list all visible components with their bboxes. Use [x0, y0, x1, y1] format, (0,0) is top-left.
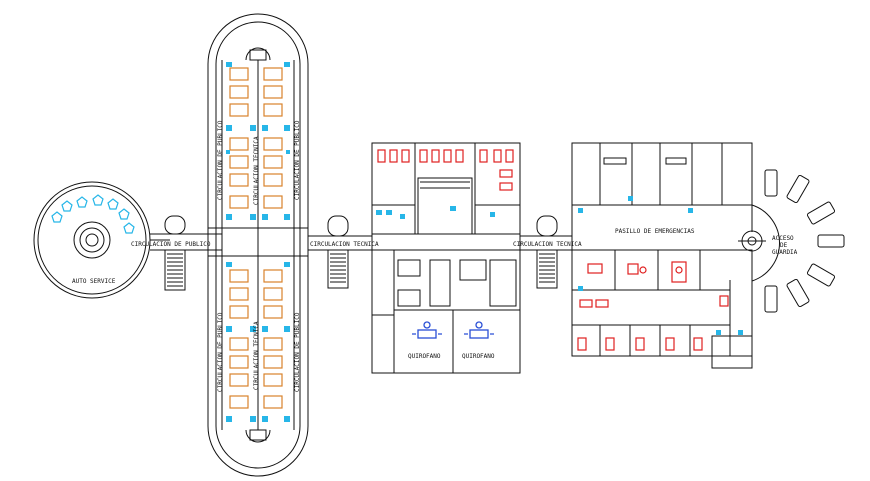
corridor-label-public-main: CIRCULACION DE PUBLICO: [131, 241, 211, 248]
stair-tower-1: [164, 215, 186, 291]
corridor-label-tecnica-lower: CIRCULACION TECNICA: [253, 321, 260, 390]
surgical-fixtures: [376, 206, 495, 219]
ambulances: [764, 169, 845, 313]
corridor-label-public-lower-right: CIRCULACION DE PUBLICO: [294, 312, 301, 392]
emergency-red-equipment: [577, 261, 729, 351]
icu-beds: [377, 149, 514, 191]
corridor-label-tecnica-2: CIRCULACION TECNICA: [513, 241, 582, 248]
quirofano-1-label: QUIROFANO: [408, 353, 441, 360]
operating-tables: [412, 321, 494, 339]
ambulance-arrival: [738, 204, 781, 282]
pasillo-label: PASILLO DE EMERGENCIAS: [615, 228, 695, 235]
ward-top-dome: [245, 47, 271, 61]
auto-service-pavilion: [33, 181, 170, 299]
emergency-block: [571, 142, 753, 369]
tech-corridor-1: [308, 215, 372, 289]
corridor-label-public-lower: CIRCULACION DE PUBLICO: [217, 312, 224, 392]
ward-wing: [207, 13, 309, 477]
corridor-label-public-upper-right: CIRCULACION DE PUBLICO: [294, 120, 301, 200]
public-corridor-main: [150, 233, 222, 251]
acceso-label-2: DE: [780, 242, 788, 249]
ward-fixtures-lower: [226, 262, 290, 422]
acceso-label-1: ACCESO: [772, 235, 794, 242]
corridor-label-tecnica-1: CIRCULACION TECNICA: [310, 241, 379, 248]
tech-corridor-2: [520, 215, 572, 289]
quirofano-2-label: QUIROFANO: [462, 353, 495, 360]
ward-beds-lower: [229, 269, 283, 409]
ward-fixtures-upper: [226, 62, 290, 220]
emergency-fixtures: [578, 196, 743, 335]
surgical-block: [371, 142, 521, 374]
ward-beds-upper: [229, 67, 283, 209]
corridor-label-public-upper: CIRCULACION DE PUBLICO: [217, 120, 224, 200]
auto-service-cars: [51, 194, 135, 234]
ward-bottom-dome: [245, 429, 271, 443]
acceso-label-3: GUARDIA: [772, 249, 798, 256]
corridor-label-tecnica-upper: CIRCULACION TECNICA: [253, 136, 260, 205]
auto-service-label: AUTO SERVICE: [72, 278, 116, 285]
